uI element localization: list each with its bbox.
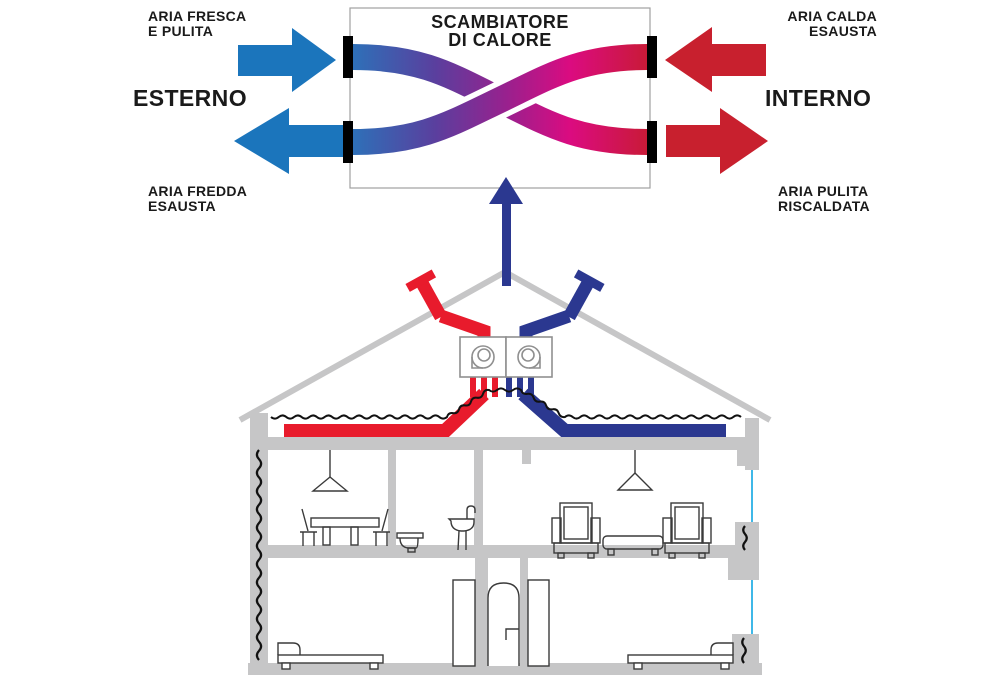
cold-exhaust-arrow [234, 108, 343, 174]
sink-icon [447, 505, 476, 551]
pendant-lamp-icon [616, 450, 654, 491]
vent-cap [405, 269, 437, 292]
toilet-icon [396, 532, 424, 553]
arched-door-icon [487, 582, 520, 666]
fresh-air-arrow [238, 28, 336, 92]
wall-vent-squiggle [742, 525, 748, 551]
insulation [255, 387, 748, 664]
blue-bar [517, 377, 523, 397]
port-left-bottom [343, 121, 353, 163]
vent-pipe [416, 280, 447, 321]
fan-icon [471, 345, 495, 369]
right-wall-slab-edge [728, 553, 759, 580]
red-bar [492, 377, 498, 397]
roof-vent-red [405, 269, 447, 321]
heated-clean-label: ARIA PULITA RISCALDATA [778, 183, 870, 214]
heat-exchanger-box [343, 7, 657, 189]
exchanger-title-line2: DI CALORE [448, 30, 552, 50]
pendant-lamp-icon [311, 450, 349, 492]
right-wall-corner [737, 450, 758, 466]
wall-vent-squiggle [741, 637, 747, 664]
bed-icon [277, 642, 384, 670]
unit-box-right [505, 336, 553, 378]
blue-bar [528, 377, 534, 397]
partition-ground-left [475, 558, 488, 663]
dining-table-icon [310, 517, 380, 546]
left-wall [250, 413, 268, 675]
port-left-top [343, 36, 353, 78]
unit-connections [470, 377, 534, 397]
supply-duct-red [284, 388, 489, 438]
insulation-zigzag [255, 449, 263, 661]
bed-icon [627, 642, 734, 670]
port-right-bottom [647, 121, 657, 163]
outside-label: ESTERNO [133, 85, 247, 111]
house-to-exchanger-arrow [489, 177, 523, 286]
chair-icon [373, 508, 390, 546]
blue-bar [506, 377, 512, 397]
exchanger-title-line1: SCAMBIATORE [431, 12, 569, 32]
warm-exhaust-label: ARIA CALDA ESAUSTA [787, 8, 877, 39]
cold-exhaust-label: ARIA FREDDA ESAUSTA [148, 183, 248, 214]
partition-bath-hall [474, 450, 483, 545]
ventilation-unit [459, 336, 553, 378]
arrow-head [489, 177, 523, 204]
arrow-shaft [502, 200, 511, 286]
red-bar [481, 377, 487, 397]
vent-cap [573, 269, 605, 292]
door-panel-icon [452, 579, 476, 667]
vent-pipe [563, 280, 594, 321]
roof-vent-blue [563, 269, 605, 321]
fresh-air-label: ARIA FRESCA E PULITA [148, 8, 247, 39]
port-right-top [647, 36, 657, 78]
extract-duct-blue [518, 388, 726, 438]
chair-icon [300, 508, 317, 546]
insulation-zigzag [270, 387, 742, 420]
exchanger-title: SCAMBIATORE DI CALORE [350, 13, 650, 49]
red-bar [470, 377, 476, 397]
unit-box-left [459, 336, 507, 378]
partition-dining-bath [388, 450, 396, 545]
house-section [238, 268, 772, 675]
ceiling-slab [262, 437, 750, 450]
partition-stub-living [522, 450, 531, 464]
armchair-icon [551, 502, 601, 559]
partition-ground-right [520, 558, 528, 663]
furniture-upper [300, 450, 712, 559]
furniture-ground [277, 579, 734, 670]
inside-label: INTERNO [765, 85, 872, 111]
warm-exhaust-arrow [665, 27, 766, 92]
exhaust-air-ribbon [352, 44, 648, 155]
fan-icon [517, 345, 541, 369]
floor-slab [264, 545, 748, 558]
heated-clean-air-arrow [666, 108, 768, 174]
armchair-icon [662, 502, 712, 559]
door-panel-icon [527, 579, 550, 667]
